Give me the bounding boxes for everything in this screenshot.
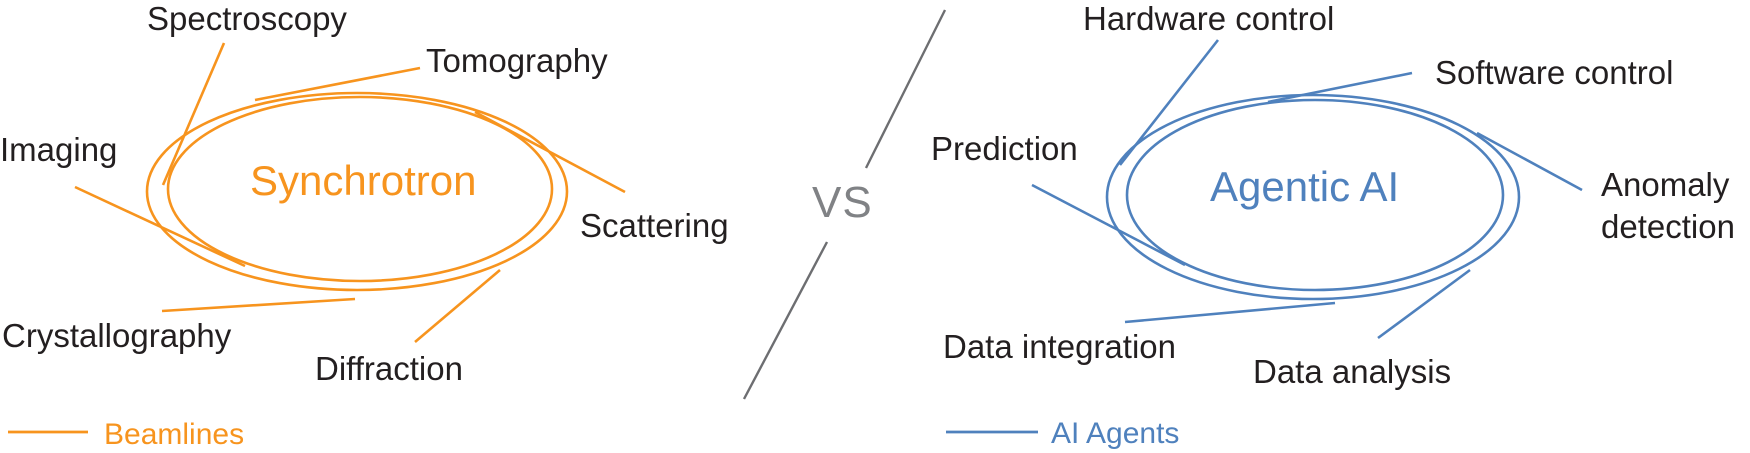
label-anomaly-detection: Anomaly detection: [1601, 166, 1735, 246]
scattering-leader-line: [474, 110, 626, 194]
diffraction-leader-line: [414, 269, 501, 343]
label-diffraction: Diffraction: [315, 350, 463, 387]
label-crystallography: Crystallography: [2, 317, 232, 354]
versus-text: VS: [812, 178, 873, 227]
synchrotron-inner-ellipse: [166, 95, 554, 283]
software-control-leader-line: [1267, 71, 1413, 104]
synchrotron-outer-ellipse: [145, 91, 569, 292]
prediction-leader-line: [1031, 183, 1186, 267]
label-software-control: Software control: [1435, 54, 1674, 91]
data-analysis-leader-line: [1377, 268, 1471, 340]
imaging-leader-line: [74, 185, 246, 268]
synchrotron-title: Synchrotron: [250, 157, 477, 204]
tomography-leader-line: [254, 66, 421, 102]
label-data-analysis: Data analysis: [1253, 353, 1452, 390]
data-integration-leader-line: [1124, 301, 1336, 324]
crystallography-leader-line: [161, 297, 356, 313]
divider-line-lower: [742, 241, 829, 400]
label-prediction: Prediction: [931, 130, 1078, 167]
label-hardware-control: Hardware control: [1083, 0, 1335, 37]
ai-agents-legend-label: AI Agents: [1051, 417, 1180, 450]
divider-line-upper: [864, 9, 947, 169]
agentic-ai-outer-ellipse: [1105, 93, 1521, 301]
label-spectroscopy: Spectroscopy: [147, 0, 347, 37]
hardware-control-leader-line: [1118, 39, 1220, 166]
label-data-integration: Data integration: [943, 328, 1176, 365]
label-tomography: Tomography: [426, 42, 608, 79]
agentic-ai-title: Agentic AI: [1210, 163, 1400, 210]
beamlines-legend-label: Beamlines: [104, 418, 245, 451]
anomaly-detection-leader-line: [1476, 131, 1583, 192]
agentic-ai-inner-ellipse: [1125, 98, 1505, 292]
label-imaging: Imaging: [0, 131, 118, 168]
spectroscopy-leader-line: [161, 42, 226, 186]
label-scattering: Scattering: [580, 207, 729, 244]
